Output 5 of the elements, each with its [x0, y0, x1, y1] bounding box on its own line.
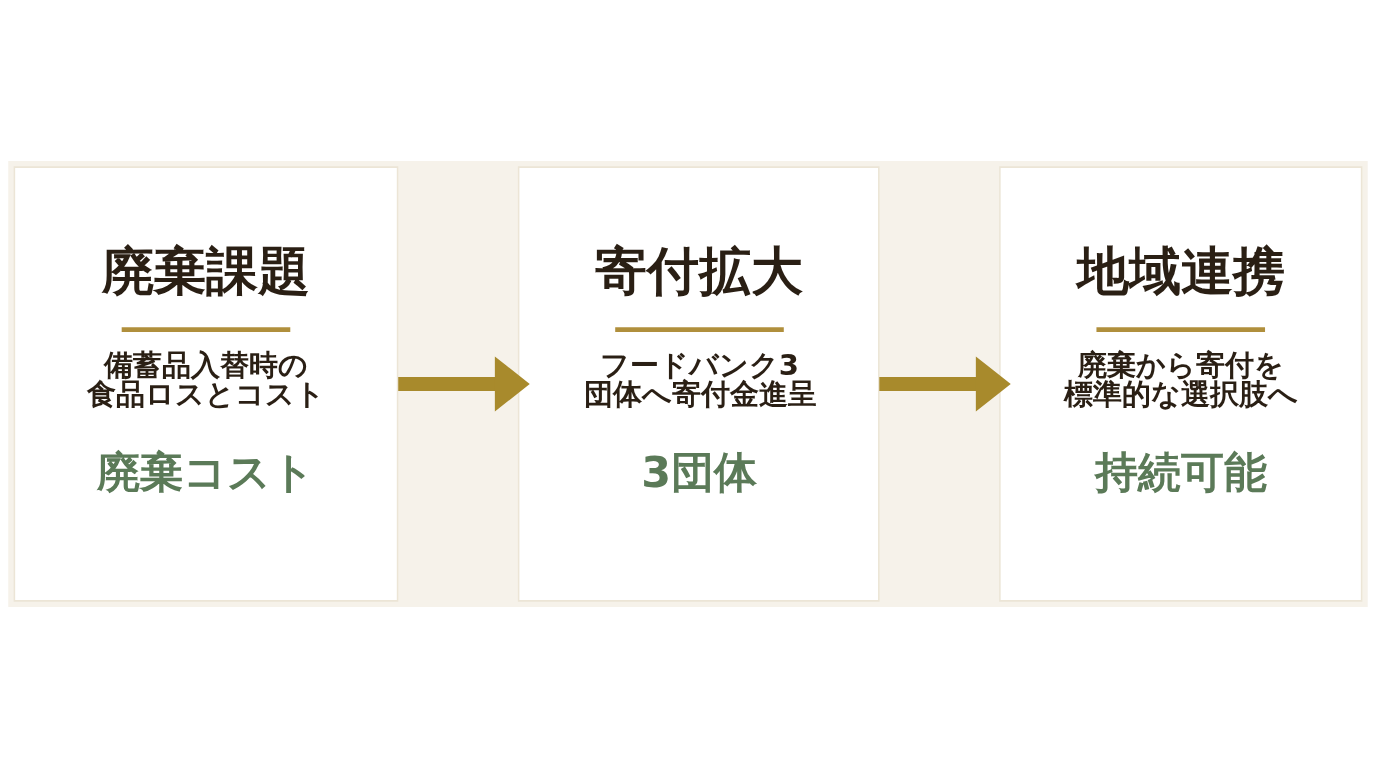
- node-box: 廃棄課題 備蓄品入替時の食品ロスとコスト 廃棄コスト: [13, 166, 399, 602]
- arrow: [879, 356, 1011, 412]
- node-box: 寄付拡大 フードバンク3団体へ寄付金進呈 3団体: [517, 166, 880, 602]
- node-box: 地域連携 廃棄から寄付を標準的な選択肢へ 持続可能: [999, 166, 1363, 602]
- arrow: [398, 356, 530, 412]
